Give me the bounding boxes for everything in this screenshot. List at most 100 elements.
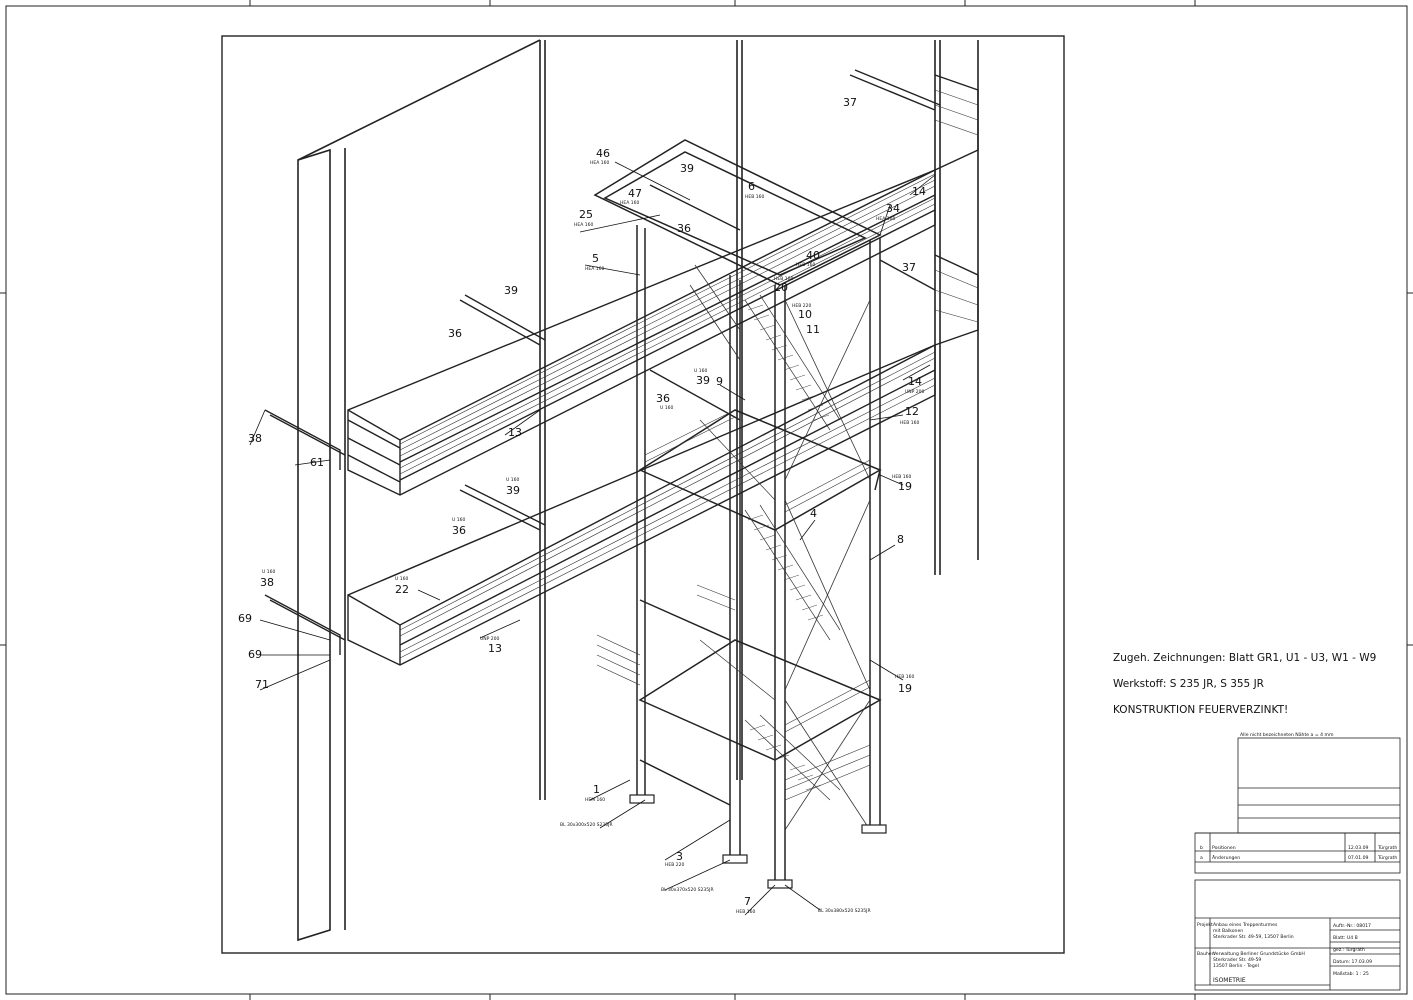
callout-36-lower: 36U 160	[452, 517, 466, 537]
svg-text:6: 6	[748, 180, 755, 193]
svg-text:Sterkrader Str. 49-59, 13507 B: Sterkrader Str. 49-59, 13507 Berlin	[1213, 934, 1294, 940]
callout-71: 71	[255, 678, 269, 691]
tower-landings-rails	[596, 409, 871, 801]
svg-text:07.01.09: 07.01.09	[1348, 855, 1369, 861]
svg-text:a: a	[1200, 856, 1203, 861]
svg-text:Datum: 17.03.09: Datum: 17.03.09	[1333, 959, 1372, 965]
upper-balcony	[347, 74, 979, 496]
callout-11: 11	[806, 323, 820, 336]
svg-text:13: 13	[488, 642, 502, 655]
svg-text:Auftr.-Nr.: 08017: Auftr.-Nr.: 08017	[1333, 923, 1371, 929]
callout-69-lower: 69	[248, 648, 262, 661]
svg-text:U 160: U 160	[452, 517, 465, 523]
svg-text:12.03.09: 12.03.09	[1348, 845, 1369, 851]
svg-text:HEA 160: HEA 160	[590, 160, 609, 166]
svg-text:47: 47	[628, 187, 642, 200]
svg-text:U 160: U 160	[660, 405, 673, 411]
svg-text:11: 11	[806, 323, 820, 336]
svg-text:9: 9	[716, 375, 723, 388]
svg-text:36: 36	[677, 222, 691, 235]
svg-text:36: 36	[448, 327, 462, 340]
svg-text:Positionen: Positionen	[1212, 845, 1236, 851]
svg-text:HEA 160: HEA 160	[574, 222, 593, 228]
base-plates	[629, 794, 887, 889]
plate-label-1: BL 30x300x520 S235JR	[560, 822, 613, 828]
svg-text:36: 36	[452, 524, 466, 537]
svg-text:12: 12	[905, 405, 919, 418]
svg-text:Anbau eines Treppenturmes: Anbau eines Treppenturmes	[1213, 922, 1278, 928]
svg-text:Alle nicht bezeichneten Nähte: Alle nicht bezeichneten Nähte a = 4 mm	[1240, 732, 1334, 738]
callout-36-upper: 36	[448, 327, 462, 340]
svg-text:39: 39	[506, 484, 520, 497]
svg-text:8: 8	[897, 533, 904, 546]
svg-text:U 160: U 160	[395, 576, 408, 582]
svg-text:1: 1	[593, 783, 600, 796]
svg-text:Sterkrader Str. 49-59: Sterkrader Str. 49-59	[1213, 957, 1261, 963]
callout-37-top: 37	[843, 96, 857, 109]
lower-balcony	[347, 254, 979, 666]
callout-9: 9	[716, 375, 723, 388]
note-galvanized: KONSTRUKTION FEUERVERZINKT!	[1113, 704, 1289, 716]
stair-tower	[593, 139, 882, 885]
callout-22: 22U 160	[395, 576, 409, 596]
svg-text:HEB 160: HEB 160	[774, 276, 793, 282]
svg-text:Änderungen: Änderungen	[1212, 854, 1240, 861]
svg-text:gez.: Türgrath: gez.: Türgrath	[1333, 947, 1365, 953]
svg-text:46: 46	[596, 147, 610, 160]
callout-39-mid: 39U 160	[694, 368, 710, 387]
svg-text:61: 61	[310, 456, 324, 469]
svg-text:36: 36	[656, 392, 670, 405]
note-material: Werkstoff: S 235 JR, S 355 JR	[1113, 678, 1264, 690]
svg-text:Blatt: U4 B: Blatt: U4 B	[1333, 935, 1358, 941]
callout-8: 8	[897, 533, 904, 546]
svg-text:Türgrath: Türgrath	[1377, 845, 1397, 851]
callout-38-lower: 38U 160	[260, 569, 275, 589]
tower-bracing	[689, 264, 871, 831]
svg-text:71: 71	[255, 678, 269, 691]
svg-text:37: 37	[902, 261, 916, 274]
svg-text:HEB 220: HEB 220	[792, 303, 811, 309]
svg-text:UNP 200: UNP 200	[480, 636, 500, 642]
svg-text:HEB 160: HEB 160	[736, 909, 755, 915]
svg-text:39: 39	[680, 162, 694, 175]
svg-text:U 160: U 160	[506, 477, 519, 483]
plate-label-2: BL 30x370x520 S235JR	[661, 887, 714, 893]
svg-text:3: 3	[676, 850, 683, 863]
plate-label-3: BL 30x380x520 S235JR	[818, 908, 871, 914]
svg-text:U 160: U 160	[262, 569, 275, 575]
svg-text:BL 30x380x520 S235JR: BL 30x380x520 S235JR	[818, 908, 871, 914]
stair-treads	[747, 304, 830, 791]
svg-text:10: 10	[798, 308, 812, 321]
callout-38-upper: 38	[248, 432, 262, 445]
svg-text:ISOMETRIE: ISOMETRIE	[1213, 977, 1246, 984]
svg-text:HEB 160: HEB 160	[900, 420, 919, 426]
svg-text:37: 37	[843, 96, 857, 109]
callout-39-lower: 39U 160	[506, 477, 520, 497]
svg-text:HEB 160: HEB 160	[796, 262, 815, 268]
svg-text:HEA 160: HEA 160	[876, 216, 895, 222]
svg-text:13: 13	[508, 426, 522, 439]
svg-text:HEB 160: HEB 160	[745, 194, 764, 200]
title-block: Alle nicht bezeichneten Nähte a = 4 mm P…	[1194, 732, 1401, 991]
svg-text:19: 19	[898, 682, 912, 695]
svg-text:HEM 160: HEM 160	[585, 797, 605, 803]
svg-text:4: 4	[810, 507, 817, 520]
svg-text:HEB 220: HEB 220	[665, 862, 684, 868]
callout-61: 61	[310, 456, 324, 469]
svg-text:19: 19	[898, 480, 912, 493]
svg-text:69: 69	[238, 612, 252, 625]
svg-text:39: 39	[504, 284, 518, 297]
callout-14-upper: 14	[912, 185, 926, 198]
